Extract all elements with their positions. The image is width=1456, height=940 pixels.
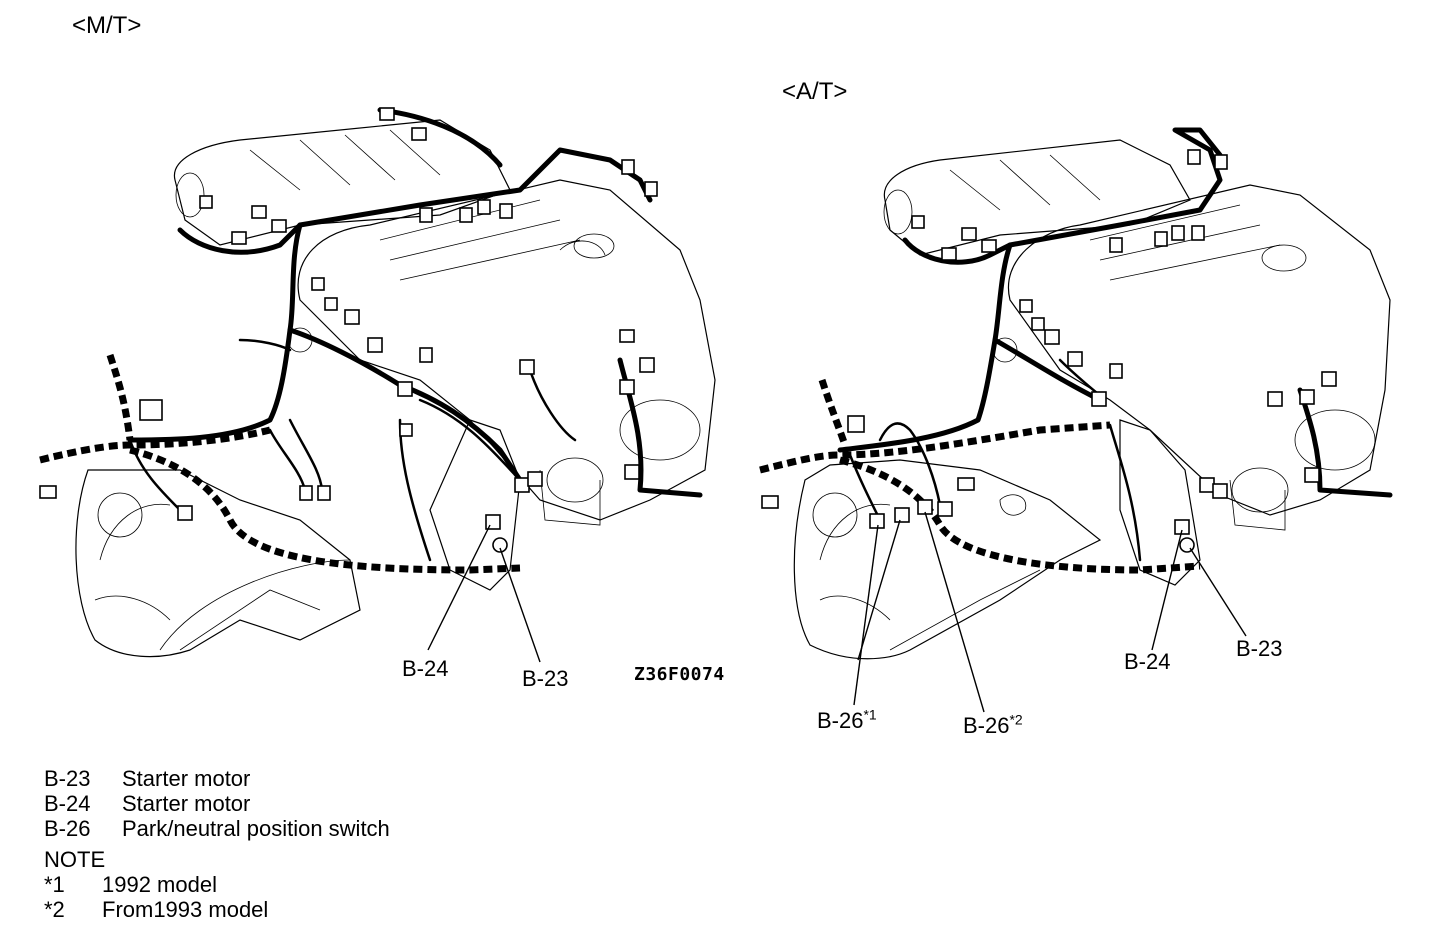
legend-row: B-23 Starter motor: [44, 766, 390, 791]
note-text: 1992 model: [102, 872, 217, 897]
note-mark: *1: [44, 872, 65, 897]
note-item: *2 From1993 model: [44, 897, 390, 922]
at-callout-b26-1992: B-26*1: [817, 706, 877, 733]
mt-callout-b24: B-24: [402, 656, 449, 681]
at-callout-b23: B-23: [1236, 636, 1283, 661]
legend-row: B-24 Starter motor: [44, 791, 390, 816]
legend-description: Park/neutral position switch: [122, 816, 390, 841]
mt-view-title: <M/T>: [72, 12, 142, 39]
mt-callout-b23: B-23: [522, 666, 569, 691]
legend-code: B-24: [44, 791, 91, 816]
note-text: From1993 model: [102, 897, 269, 922]
legend-description: Starter motor: [122, 791, 251, 816]
at-view-title: <A/T>: [782, 78, 848, 105]
connector-legend: B-23 Starter motor B-24 Starter motor B-…: [44, 766, 390, 922]
note-title: NOTE: [44, 847, 106, 872]
at-callout-b24: B-24: [1124, 649, 1171, 674]
at-engine-illustration: [759, 127, 1393, 713]
note-item: *1 1992 model: [44, 872, 390, 897]
mt-engine-illustration: [39, 107, 716, 663]
legend-description: Starter motor: [122, 766, 251, 791]
legend-code: B-26: [44, 816, 91, 841]
at-callout-b26-1993: B-26*2: [963, 711, 1023, 738]
figure-code: Z36F0074: [634, 664, 725, 685]
note-mark: *2: [44, 897, 65, 922]
legend-row: B-26 Park/neutral position switch: [44, 816, 390, 841]
legend-code: B-23: [44, 766, 91, 791]
